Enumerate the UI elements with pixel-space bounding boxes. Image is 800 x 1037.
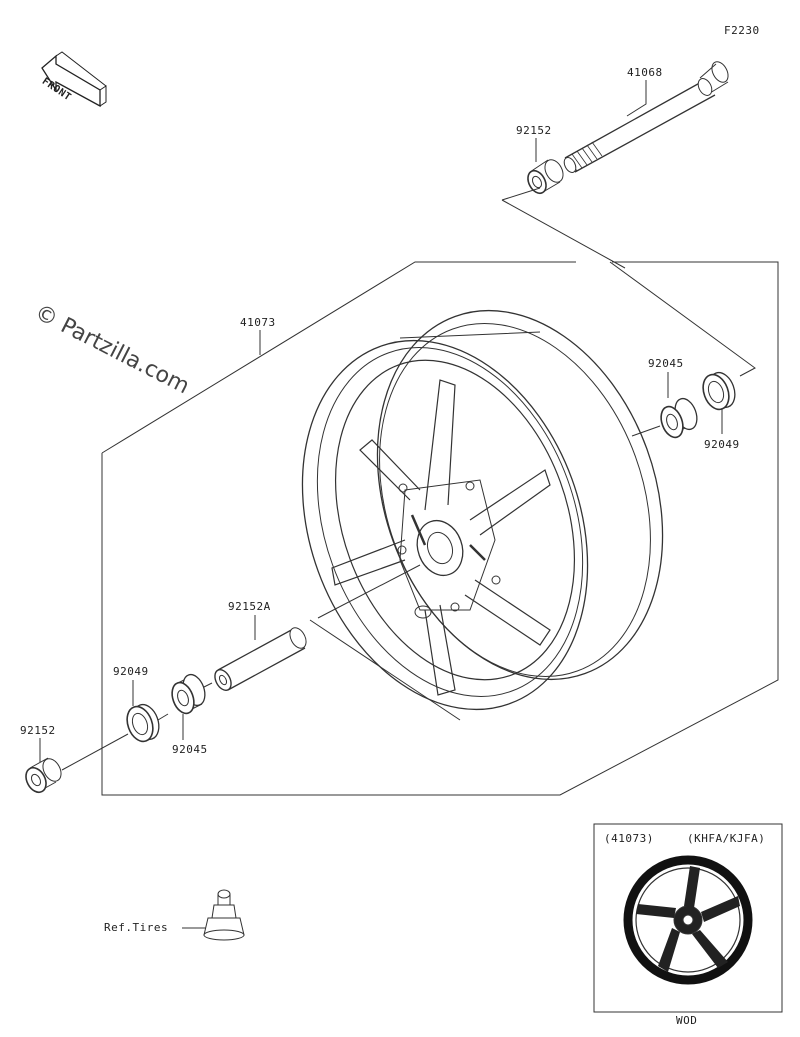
collar-left-part (25, 757, 62, 794)
inset-wheel-image (623, 855, 753, 985)
label-collar-top: 92152 (516, 124, 552, 137)
inset-color-code: WOD (676, 1014, 698, 1027)
valve-part (203, 889, 245, 941)
label-spacer: 92152A (228, 600, 271, 613)
axle-part (563, 61, 729, 173)
seal-left-part (126, 703, 160, 743)
label-ref-tires: Ref.Tires (104, 921, 169, 934)
wheel-part (301, 309, 664, 721)
label-seal-left: 92049 (113, 665, 149, 678)
label-bearing-left: 92045 (172, 743, 208, 756)
label-bearing-right: 92045 (648, 357, 684, 370)
label-wheel: 41073 (240, 316, 276, 329)
inset-part-no: (41073) (604, 832, 654, 845)
label-seal-right: 92049 (704, 438, 740, 451)
label-collar-left: 92152 (20, 724, 56, 737)
bearing-left-part (171, 673, 206, 715)
seal-right-part (702, 371, 736, 411)
inset-models: (KHFA/KJFA) (687, 832, 766, 845)
spacer-part (214, 627, 307, 691)
front-arrow-icon (41, 51, 107, 108)
bearing-right-part (660, 397, 698, 439)
figure-code: F2230 (724, 24, 760, 37)
label-axle: 41068 (627, 66, 663, 79)
collar-top-part (527, 159, 564, 195)
